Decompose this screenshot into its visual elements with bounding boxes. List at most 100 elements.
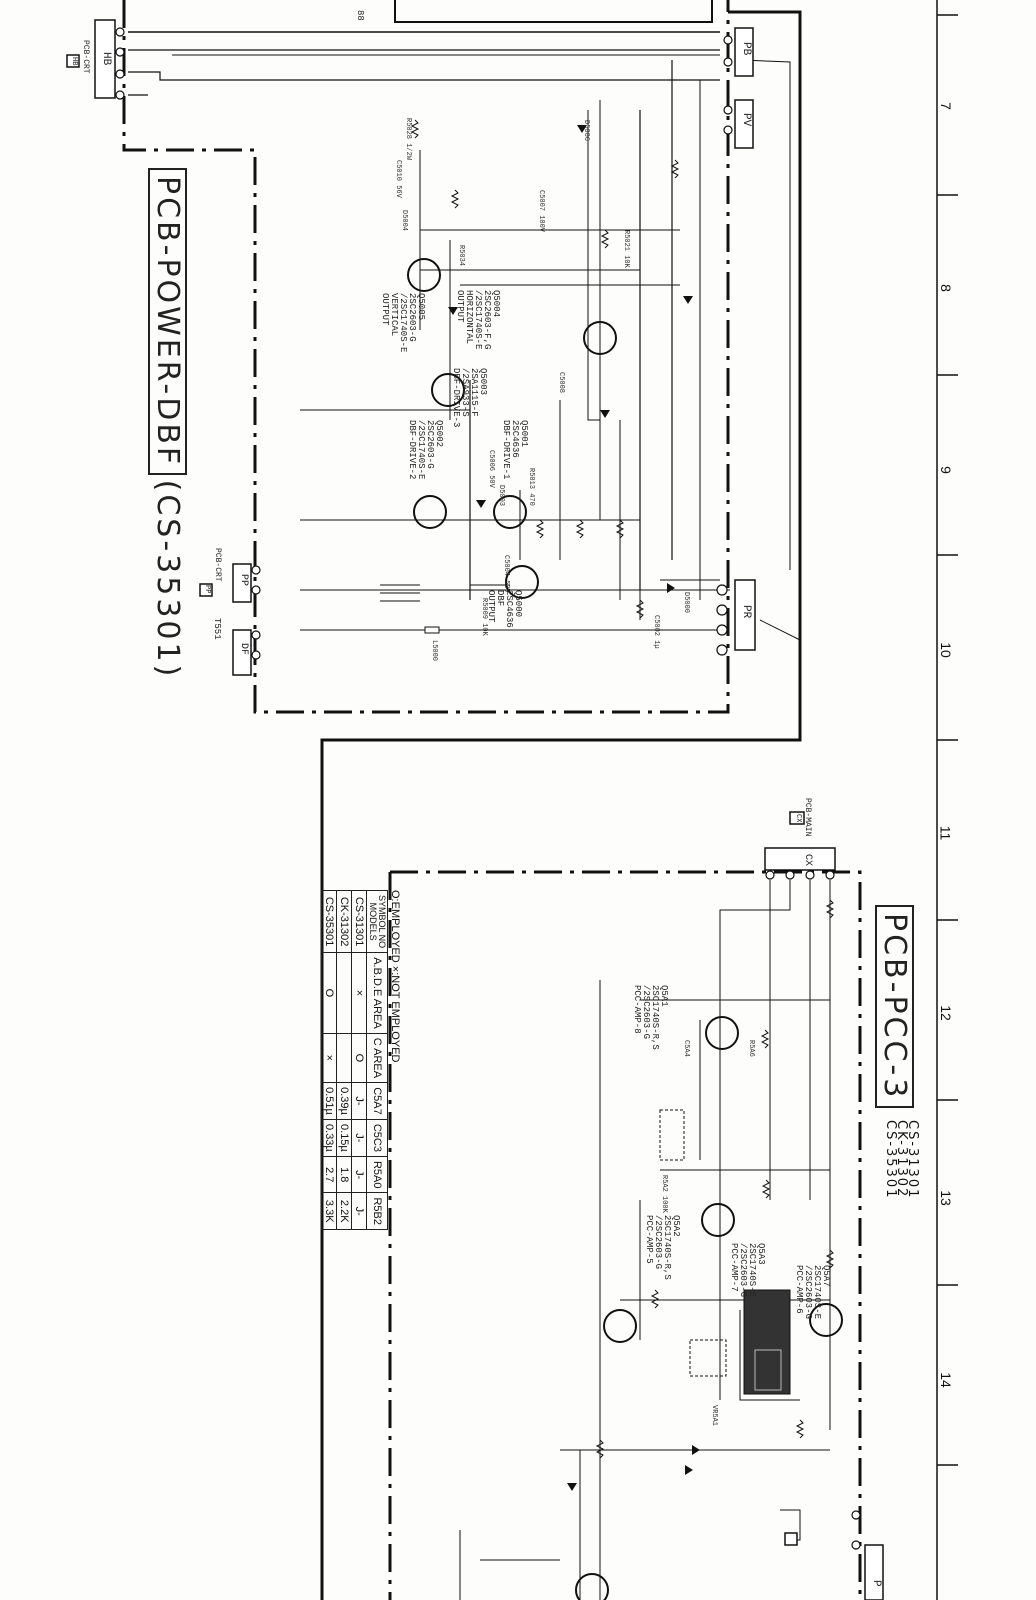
table-cell: J- [351, 1119, 367, 1157]
power-dbf-title: PCB-POWER-DBF (CS-35301) [148, 168, 187, 680]
df-connector-box [232, 629, 252, 676]
p-bottom-label: P [870, 1580, 882, 1587]
table-cell: 0.39µ [336, 1082, 352, 1120]
pr-label: PR [740, 605, 752, 619]
table-cell: J- [351, 1192, 367, 1230]
q5a1-label: Q5A1 2SC1740S-R,S /2SC2603-G PCC-AMP-8 [632, 985, 669, 1050]
df-label: DF [238, 643, 249, 656]
pcb-crt-pp-label: PCB-CRT [213, 548, 222, 582]
cx-connector-box [764, 847, 836, 871]
power-dbf-title-box: PCB-POWER-DBF [148, 168, 187, 476]
hb-connector-box [94, 19, 116, 99]
q5003-label: Q5003 2SA1115-F /2SA933-S DBF-DRIVE-3 [451, 368, 488, 428]
shaded-component-block [743, 1289, 791, 1395]
q5a1-symbol [705, 1016, 739, 1050]
table-row: CS-31301 × O J- J- J- J- [351, 890, 367, 1230]
table-header: C5C3 [366, 1119, 388, 1157]
table-cell: 3.3K [321, 1192, 337, 1230]
cx-tag: CX [794, 814, 802, 823]
q5002-label: Q5002 2SC2603-G /2SC1740S-E DBF-DRIVE-2 [407, 420, 444, 480]
pcc-frame [388, 870, 862, 1600]
cx-label: CX [802, 854, 813, 867]
component-label: D5004 [400, 210, 408, 232]
component-label: C5A4 [682, 1040, 690, 1057]
q5001-symbol [493, 495, 527, 529]
component-label: C5006 50V [487, 450, 495, 488]
table-cell: J- [351, 1082, 367, 1120]
pcc-title: PCB-PCC-3 [875, 905, 914, 1109]
pcc-title-box: PCB-PCC-3 [875, 905, 914, 1109]
component-label: C5010 56V [394, 160, 402, 198]
pv-connector-box [734, 99, 754, 149]
ruler-number: 7 [937, 102, 954, 110]
table-header: R5A0 [366, 1156, 388, 1193]
component-label: C5007 100V [537, 190, 545, 233]
table-cell: × [351, 952, 367, 1034]
table-cell: 0.51µ [321, 1082, 337, 1120]
table-cell [336, 1033, 352, 1083]
pv-label: PV [740, 113, 752, 127]
table-row: CK-31302 0.39µ 0.15µ 1.8 2.2K [336, 890, 352, 1230]
table-cell: 1.8 [336, 1156, 352, 1193]
pp-tag: PP [203, 585, 211, 594]
table-cell: J- [351, 1156, 367, 1193]
power-frame [122, 0, 730, 714]
table-cell: O [321, 952, 337, 1034]
hb-label: HB [100, 52, 112, 66]
table-cell [336, 952, 352, 1034]
pb-label: PB [740, 42, 752, 56]
pcc-models: CS-31301 CK-31302 CS-35301 [883, 1120, 920, 1199]
pp-connector-box [232, 563, 252, 603]
table-header: C AREA [366, 1033, 388, 1083]
component-label: C5002 1µ [652, 615, 660, 649]
table-cell: 0.33µ [321, 1119, 337, 1157]
q5004-symbol [583, 321, 617, 355]
component-label: VR5A1 [710, 1405, 718, 1427]
stray-text: 88 [355, 10, 365, 21]
q5a3-symbol [701, 1203, 735, 1237]
pcb-crt-top-label: PCB-CRT [81, 40, 90, 74]
ruler-number: 11 [937, 825, 954, 841]
hb-tag: HB [70, 57, 78, 66]
ruler-number: 10 [937, 642, 954, 658]
component-label: D5006 [582, 120, 590, 142]
table-cell-model: CK-31302 [336, 890, 352, 953]
pcb-main-label: PCB-MAIN [803, 798, 812, 837]
q5002-symbol [413, 495, 447, 529]
table-row: CS-35301 O × 0.51µ 0.33µ 2.7 3.3K [321, 890, 337, 1230]
q5a7-label: Q5A7 2SC1740S-E /2SC2603-G PCC-AMP-6 [794, 1265, 831, 1320]
component-label: R5009 10K [480, 598, 488, 636]
q5005-symbol [407, 258, 441, 292]
component-label: R5034 [457, 245, 465, 267]
component-label: R5A2 100K [660, 1175, 668, 1213]
pr-connector-box [734, 579, 756, 651]
q5a3-label: Q5A3 2SC1740S-E /2SC2603-G PCC-AMP-7 [729, 1243, 766, 1298]
ruler-number: 13 [937, 1190, 954, 1206]
t551-label: T551 [212, 618, 222, 640]
component-label: R5021 10K [622, 230, 630, 268]
component-label: C5004 50V [502, 555, 510, 593]
model-table: O:EMPLOYED ×:NOT EMPLOYED SYMBOL NO MODE… [321, 890, 401, 1230]
ruler-number: 8 [937, 284, 954, 292]
board-boundary [320, 10, 802, 1600]
p-bottom-connector-box [864, 1544, 884, 1600]
table-header: C5A7 [366, 1082, 388, 1120]
table-header: R5B2 [366, 1192, 388, 1230]
table-header: A.B.D.E AREA [366, 952, 388, 1034]
ruler-number: 14 [937, 1372, 954, 1388]
table-cell: 2.7 [321, 1156, 337, 1193]
power-dbf-model: (CS-35301) [150, 479, 185, 680]
table-corner: SYMBOL NO MODELS [366, 890, 388, 953]
q5003-symbol [431, 373, 465, 407]
table-cell: × [321, 1033, 337, 1083]
pp-label: PP [238, 574, 249, 587]
q5001-label: Q5001 2SC4636 DBF-DRIVE-1 [501, 420, 529, 480]
table-cell-model: CS-31301 [351, 890, 367, 953]
pb-connector-box [734, 27, 754, 77]
component-label: R5028 1/2W [404, 118, 412, 161]
q5a2-label: Q5A2 2SC1740S-R,S /2SC2603-G PCC-AMP-5 [644, 1215, 681, 1280]
component-label: R5013 470 [527, 468, 535, 506]
ruler-number: 9 [937, 466, 954, 474]
